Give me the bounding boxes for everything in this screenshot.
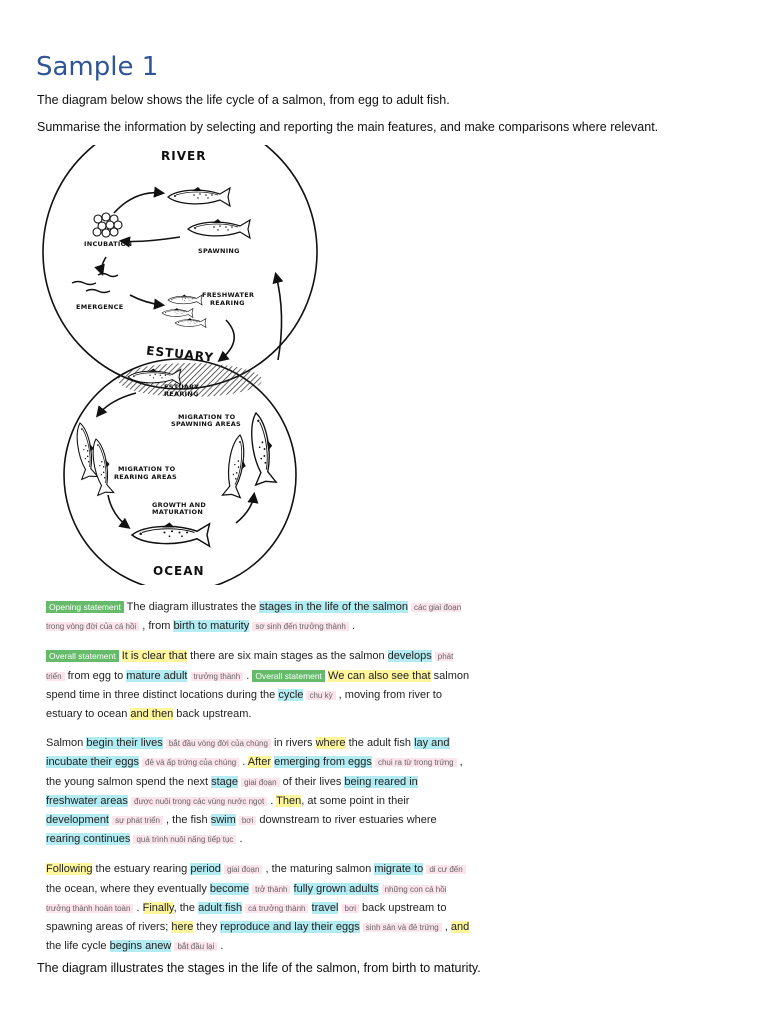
essay-text: , the maturing salmon [262,863,374,875]
translation-note: sơ sinh đến trưởng thành [252,622,349,631]
translation-note: trưởng thành [191,672,244,681]
translation-note: bơi [342,904,359,913]
essay-text: . [217,940,223,952]
label-estuary-rearing-2: REARING [164,390,199,398]
highlight-vocab: become [210,883,249,895]
essay-text: , the [174,902,198,914]
highlight-vocab: rearing continues [46,833,130,845]
essay-text: . [267,795,276,807]
translation-note: đẻ và ấp trứng của chúng [142,758,239,767]
translation-note: chu kỳ [306,691,335,700]
essay-text: there are six main stages as the salmon [187,650,388,662]
essay-text: , the fish [163,814,211,826]
essay-paragraph-opening: Opening statement The diagram illustrate… [46,598,472,636]
essay-text: back upstream. [173,708,251,720]
translation-note: cá trưởng thành [245,904,308,913]
essay-paragraph-body-1: Salmon begin their lives bắt đầu vòng đờ… [46,734,472,849]
essay-paragraph-overall: Overall statement It is clear that there… [46,647,472,723]
translation-note: giai đoạn [241,778,279,787]
essay-text: they [193,921,220,933]
highlight-vocab: reproduce and lay their eggs [220,921,359,933]
label-freshwater-1: FRESHWATER [202,291,254,299]
highlight-vocab: begins anew [110,940,172,952]
highlight-vocab: adult fish [198,902,242,914]
highlight-linker: Finally [143,902,174,914]
essay-text: , [442,921,451,933]
footer-sentence: The diagram illustrates the stages in th… [37,961,481,975]
highlight-vocab: travel [312,902,339,914]
essay-text: . [236,833,242,845]
emergence-fry-icon [72,274,118,293]
translation-note: được nuôi trong các vùng nước ngọt [131,797,267,806]
highlight-linker: and [451,921,469,933]
highlight-linker: After [248,756,271,768]
essay-text: the life cycle [46,940,110,952]
essay-text: the ocean, where they eventually [46,883,210,895]
label-tag: Overall statement [46,650,119,662]
essay-text: , at some point in their [301,795,409,807]
translation-note: di cư đến [426,865,465,874]
label-spawning: SPAWNING [198,247,240,255]
translation-note: quá trình nuôi nấng tiếp tục [133,835,236,844]
label-migration-rearing-2: REARING AREAS [114,473,177,481]
label-tag: Overall statement [252,670,325,682]
essay-text: the estuary rearing [92,863,190,875]
label-tag: Opening statement [46,601,124,613]
prompt-line-2: Summarise the information by selecting a… [37,120,658,134]
highlight-linker: and then [130,708,173,720]
highlight-vocab: develops [388,650,432,662]
essay-text: of their lives [280,776,345,788]
highlight-vocab: migrate to [374,863,423,875]
essay-text: downstream to river estuaries where [256,814,436,826]
essay-text: Salmon [46,737,86,749]
essay-text: the adult fish [346,737,415,749]
page-title: Sample 1 [36,52,158,82]
label-migration-spawning-2: SPAWNING AREAS [171,420,241,428]
highlight-linker: here [171,921,193,933]
label-emergence: EMERGENCE [76,303,123,311]
label-river: RIVER [161,149,206,163]
translation-note: sự phát triển [112,816,163,825]
highlight-vocab: swim [211,814,236,826]
prompt-line-1: The diagram below shows the life cycle o… [37,93,450,107]
highlight-vocab: stage [211,776,238,788]
eggs-icon [93,213,122,237]
label-ocean: OCEAN [153,564,205,578]
highlight-vocab: development [46,814,109,826]
highlight-vocab: stages in the life of the salmon [259,601,408,613]
highlight-vocab: mature adult [126,670,187,682]
essay-text: The diagram illustrates the [124,601,260,613]
translation-note: bắt đầu vòng đời của chúng [166,739,271,748]
highlight-vocab: begin their lives [86,737,162,749]
highlight-linker: It is clear that [122,650,187,662]
essay-text: . [133,902,142,914]
highlight-linker: Following [46,863,92,875]
highlight-linker: We can also see that [328,670,431,682]
translation-note: giai đoạn [224,865,262,874]
essay-text: from egg to [65,670,127,682]
label-growth-2: MATURATION [152,508,203,516]
translation-note: chui ra từ trong trứng [375,758,457,767]
highlight-vocab: cycle [278,689,303,701]
essay-text: in rivers [271,737,316,749]
essay-text: . [243,670,252,682]
highlight-vocab: period [190,863,221,875]
essay-annotated: Opening statement The diagram illustrate… [46,598,472,967]
translation-note: bơi [239,816,256,825]
salmon-life-cycle-diagram: RIVER OCEAN ESTUARY INCUBATION SPAWNING … [40,145,330,585]
highlight-linker: where [316,737,346,749]
label-freshwater-2: REARING [210,299,245,307]
translation-note: bắt đầu lại [174,942,217,951]
highlight-linker: Then [276,795,301,807]
translation-note: trở thành [252,885,290,894]
essay-paragraph-body-2: Following the estuary rearing period gia… [46,860,472,956]
essay-text: . [349,620,355,632]
highlight-vocab: emerging from eggs [274,756,372,768]
translation-note: sinh sản và đẻ trứng [363,923,442,932]
essay-text: . [239,756,248,768]
label-migration-rearing-1: MIGRATION TO [118,465,176,473]
essay-text: , from [139,620,173,632]
highlight-vocab: fully grown adults [294,883,379,895]
highlight-vocab: birth to maturity [173,620,249,632]
